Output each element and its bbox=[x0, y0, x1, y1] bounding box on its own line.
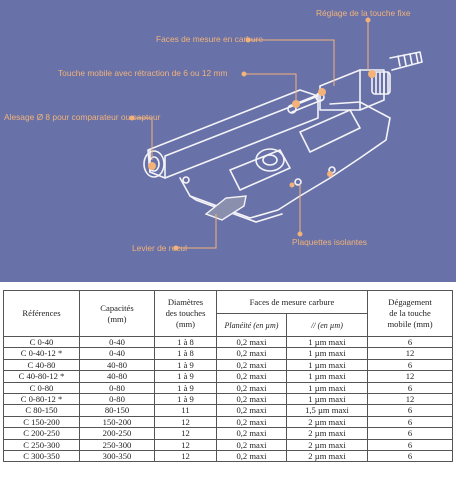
cell-capacity: 40-80 bbox=[79, 358, 155, 372]
cell-flatness: 0,2 maxi bbox=[216, 370, 287, 383]
cell-capacity: 0-40 bbox=[79, 335, 155, 349]
cell-clearance: 6 bbox=[367, 381, 454, 395]
cell-capacity: 40-80 bbox=[79, 370, 155, 383]
table-row: C 40-80-12 * 40-80 1 à 9 0,2 maxi 1 µm m… bbox=[3, 370, 454, 383]
header-parallelisme: // (en µm) bbox=[285, 313, 369, 337]
table-row: C 150-200 150-200 12 0,2 maxi 2 µm maxi … bbox=[3, 415, 454, 429]
cell-capacity: 80-150 bbox=[79, 404, 155, 417]
cell-parallelism: 1 µm maxi bbox=[285, 381, 369, 395]
header-references: Références bbox=[3, 290, 80, 337]
specs-table-container: Références Capacités (mm) Diamètres des … bbox=[3, 290, 454, 478]
header-degagement: Dégagement de la touche mobile (mm) bbox=[367, 290, 454, 337]
cell-flatness: 0,2 maxi bbox=[216, 335, 287, 349]
cell-clearance: 12 bbox=[367, 347, 454, 360]
cell-ref: C 250-300 bbox=[3, 438, 80, 452]
cell-flatness: 0,2 maxi bbox=[216, 438, 287, 452]
table-row: C 0-80 0-80 1 à 9 0,2 maxi 1 µm maxi 6 bbox=[3, 381, 454, 395]
cell-ref: C 200-250 bbox=[3, 427, 80, 440]
cell-clearance: 6 bbox=[367, 427, 454, 440]
table-row: C 300-350 300-350 12 0,2 maxi 2 µm maxi … bbox=[3, 450, 454, 463]
cell-flatness: 0,2 maxi bbox=[216, 415, 287, 429]
cell-flatness: 0,2 maxi bbox=[216, 381, 287, 395]
cell-clearance: 12 bbox=[367, 370, 454, 383]
table-row: C 80-150 80-150 11 0,2 maxi 1,5 µm maxi … bbox=[3, 404, 454, 417]
cell-capacity: 200-250 bbox=[79, 427, 155, 440]
cell-ref: C 80-150 bbox=[3, 404, 80, 417]
table-row: C 40-80 40-80 1 à 9 0,2 maxi 1 µm maxi 6 bbox=[3, 358, 454, 372]
table-row: C 200-250 200-250 12 0,2 maxi 2 µm maxi … bbox=[3, 427, 454, 440]
callout-reglage: Réglage de la touche fixe bbox=[316, 8, 411, 18]
cell-parallelism: 1 µm maxi bbox=[285, 335, 369, 349]
cell-clearance: 6 bbox=[367, 450, 454, 463]
callout-faces: Faces de mesure en carbure bbox=[156, 34, 264, 44]
cell-diameter: 12 bbox=[154, 450, 217, 463]
cell-parallelism: 1,5 µm maxi bbox=[285, 404, 369, 417]
cell-diameter: 12 bbox=[154, 415, 217, 429]
cell-parallelism: 1 µm maxi bbox=[285, 393, 369, 406]
cell-ref: C 150-200 bbox=[3, 415, 80, 429]
cell-ref: C 40-80-12 * bbox=[3, 370, 80, 383]
header-faces: Faces de mesure carbure bbox=[215, 290, 369, 314]
cell-ref: C 0-80 bbox=[3, 381, 80, 395]
cell-flatness: 0,2 maxi bbox=[216, 404, 287, 417]
header-diametres: Diamètres des touches (mm) bbox=[154, 290, 217, 337]
cell-parallelism: 1 µm maxi bbox=[285, 347, 369, 360]
cell-capacity: 0-40 bbox=[79, 347, 155, 360]
cell-ref: C 300-350 bbox=[3, 450, 80, 463]
cell-diameter: 11 bbox=[154, 404, 217, 417]
cell-diameter: 1 à 8 bbox=[154, 347, 217, 360]
table-row: C 0-40 0-40 1 à 8 0,2 maxi 1 µm maxi 6 bbox=[3, 335, 454, 349]
cell-flatness: 0,2 maxi bbox=[216, 427, 287, 440]
callout-touche-mobile: Touche mobile avec rétraction de 6 ou 12… bbox=[58, 68, 228, 78]
cell-ref: C 40-80 bbox=[3, 358, 80, 372]
cell-diameter: 1 à 9 bbox=[154, 381, 217, 395]
cell-capacity: 0-80 bbox=[79, 393, 155, 406]
table-row: C 250-300 250-300 12 0,2 maxi 2 µm maxi … bbox=[3, 438, 454, 452]
cell-clearance: 6 bbox=[367, 404, 454, 417]
callout-levier: Levier de recul bbox=[132, 243, 187, 253]
cell-diameter: 1 à 9 bbox=[154, 370, 217, 383]
cell-parallelism: 2 µm maxi bbox=[285, 427, 369, 440]
cell-capacity: 300-350 bbox=[79, 450, 155, 463]
cell-clearance: 6 bbox=[367, 415, 454, 429]
cell-parallelism: 2 µm maxi bbox=[285, 450, 369, 463]
comparator-drawing bbox=[129, 17, 423, 251]
cell-diameter: 1 à 9 bbox=[154, 393, 217, 406]
cell-diameter: 12 bbox=[154, 438, 217, 452]
cell-ref: C 0-40-12 * bbox=[3, 347, 80, 360]
cell-clearance: 6 bbox=[367, 358, 454, 372]
callout-alesage: Alesage Ø 8 pour comparateur ou capteur bbox=[4, 112, 161, 122]
cell-flatness: 0,2 maxi bbox=[216, 450, 287, 463]
cell-capacity: 0-80 bbox=[79, 381, 155, 395]
callout-plaquettes: Plaquettes isolantes bbox=[292, 237, 367, 247]
cell-diameter: 1 à 8 bbox=[154, 335, 217, 349]
cell-parallelism: 2 µm maxi bbox=[285, 438, 369, 452]
cell-flatness: 0,2 maxi bbox=[216, 347, 287, 360]
cell-clearance: 12 bbox=[367, 393, 454, 406]
specs-table: Références Capacités (mm) Diamètres des … bbox=[3, 290, 454, 463]
table-row: C 0-40-12 * 0-40 1 à 8 0,2 maxi 1 µm max… bbox=[3, 347, 454, 360]
cell-ref: C 0-40 bbox=[3, 335, 80, 349]
cell-clearance: 6 bbox=[367, 438, 454, 452]
cell-ref: C 0-80-12 * bbox=[3, 393, 80, 406]
cell-flatness: 0,2 maxi bbox=[216, 358, 287, 372]
cell-diameter: 1 à 9 bbox=[154, 358, 217, 372]
cell-flatness: 0,2 maxi bbox=[216, 393, 287, 406]
header-planeite: Planéité (en µm) bbox=[216, 313, 287, 337]
device-illustration: Réglage de la touche fixe Faces de mesur… bbox=[0, 0, 456, 282]
cell-capacity: 150-200 bbox=[79, 415, 155, 429]
header-capacites: Capacités (mm) bbox=[79, 290, 155, 337]
cell-parallelism: 1 µm maxi bbox=[285, 370, 369, 383]
cell-parallelism: 1 µm maxi bbox=[285, 358, 369, 372]
cell-capacity: 250-300 bbox=[79, 438, 155, 452]
cell-parallelism: 2 µm maxi bbox=[285, 415, 369, 429]
cell-diameter: 12 bbox=[154, 427, 217, 440]
cell-clearance: 6 bbox=[367, 335, 454, 349]
table-row: C 0-80-12 * 0-80 1 à 9 0,2 maxi 1 µm max… bbox=[3, 393, 454, 406]
